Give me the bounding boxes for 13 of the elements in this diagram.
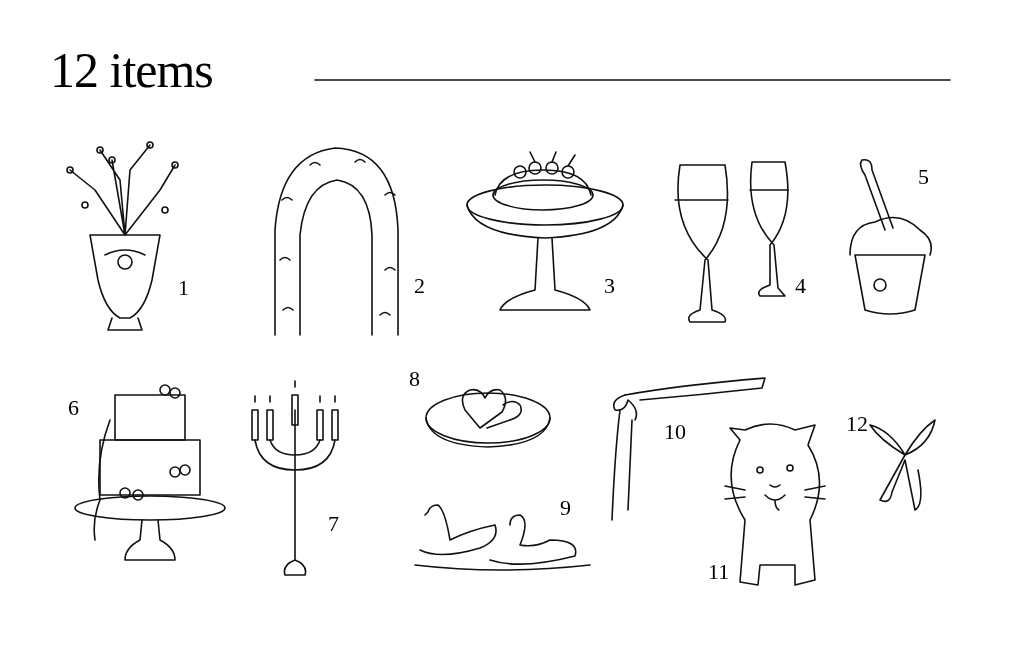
page-title: 12 items xyxy=(50,41,213,100)
item-number: 12 xyxy=(846,412,868,436)
item-number: 9 xyxy=(560,496,571,520)
item-number: 8 xyxy=(409,367,420,391)
item-number: 1 xyxy=(178,276,189,300)
item-number: 6 xyxy=(68,396,79,420)
item-number: 5 xyxy=(918,165,929,189)
item-number: 3 xyxy=(604,274,615,298)
item-number: 2 xyxy=(414,274,425,298)
item-number: 7 xyxy=(328,512,339,536)
item-number: 11 xyxy=(708,560,730,584)
item-number: 10 xyxy=(664,420,686,444)
item-number: 4 xyxy=(795,274,806,298)
